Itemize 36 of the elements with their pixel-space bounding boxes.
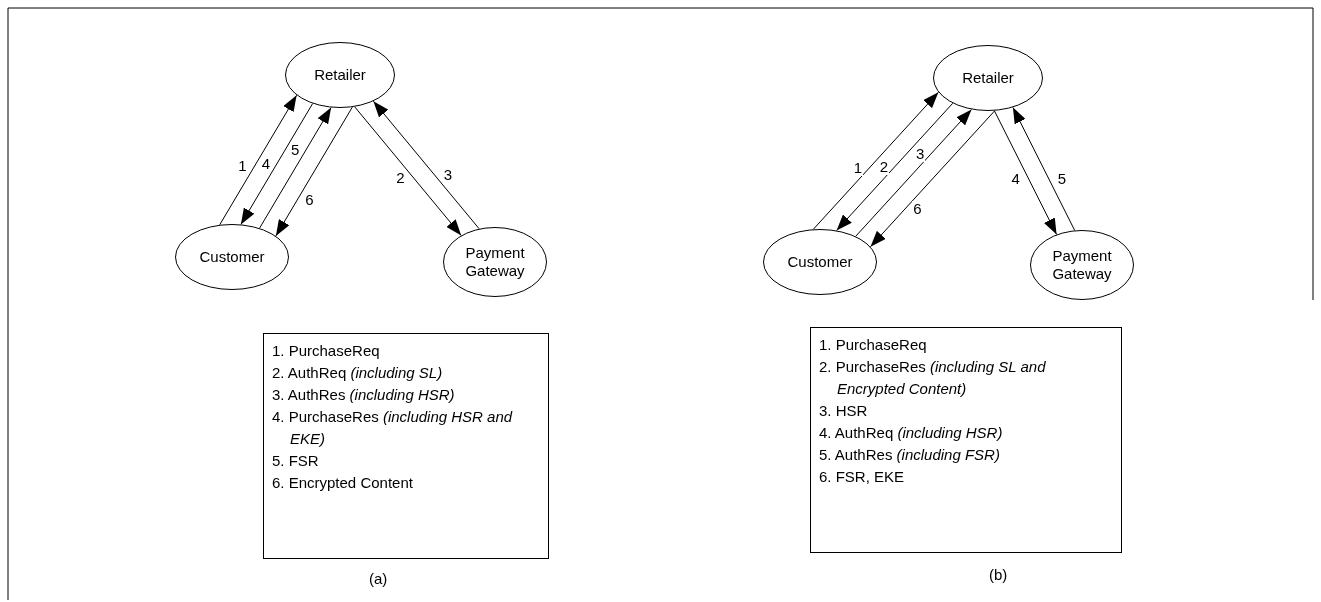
edge-label: 4 [260, 156, 272, 172]
arrow [354, 106, 462, 236]
arrow [993, 110, 1058, 235]
legend-box [810, 327, 1122, 553]
message-item: 3. AuthRes (including HSR) [272, 385, 456, 405]
arrow [870, 110, 996, 248]
node-label: Retailer [962, 69, 1014, 87]
message-item: 4. PurchaseRes (including HSR and EKE) [272, 407, 514, 449]
message-item: 6. Encrypted Content [272, 473, 414, 493]
figure-caption: (a) [369, 570, 388, 587]
arrow [812, 91, 939, 230]
node-label: Payment Gateway [1051, 247, 1113, 283]
node-label: Payment Gateway [464, 244, 526, 280]
arrow [1012, 106, 1076, 231]
message-item: 2. AuthReq (including SL) [272, 363, 444, 383]
message-item: 5. FSR [272, 451, 320, 471]
arrow [372, 100, 480, 230]
message-item: 1. PurchaseReq [819, 335, 928, 355]
message-item: 2. PurchaseRes (including SL and Encrypted Content) [819, 357, 1047, 399]
arrow [219, 94, 298, 226]
message-item: 3. HSR [819, 401, 869, 421]
arrow [855, 109, 972, 237]
message-item: 1. PurchaseReq [272, 341, 381, 361]
message-item: 6. FSR, EKE [819, 467, 906, 487]
node-label: Customer [787, 253, 853, 271]
message-item: 5. AuthRes (including FSR) [819, 445, 1001, 465]
figure-caption: (b) [989, 566, 1008, 583]
arrow [259, 107, 332, 229]
edge-label: 6 [912, 200, 923, 217]
node-label: Customer [199, 248, 265, 266]
arrow [836, 102, 954, 231]
message-item: 4. AuthReq (including HSR) [819, 423, 1004, 443]
arrow [275, 106, 353, 237]
arrow [240, 103, 314, 225]
node-label: Retailer [314, 66, 366, 84]
legend-box [263, 333, 549, 559]
